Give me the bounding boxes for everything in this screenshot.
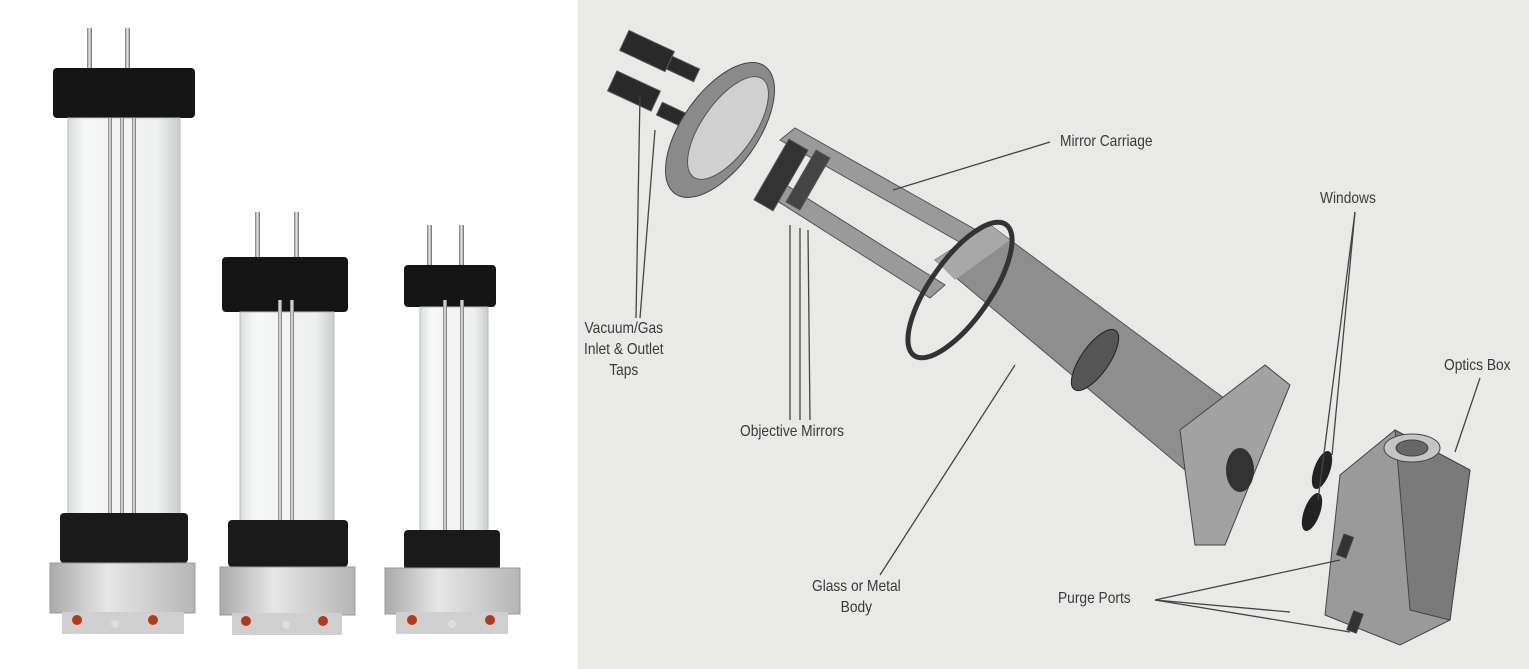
label-windows: Windows: [1320, 190, 1376, 207]
diagram-drawing: [606, 29, 1481, 646]
label-mirror-carriage: Mirror Carriage: [1060, 133, 1153, 150]
optics-box: [1324, 429, 1471, 646]
large-gas-cell: [49, 28, 196, 634]
leader-lines: [635, 94, 1481, 633]
cell-body: [905, 219, 1291, 546]
small-gas-cell: [384, 225, 521, 634]
label-glass-or-metal-body: Glass or Metal Body: [812, 578, 901, 616]
end-cap: [664, 61, 776, 199]
medium-gas-cell: [219, 212, 356, 635]
label-optics-box: Optics Box: [1444, 357, 1511, 374]
mirror-carriage: [753, 127, 986, 299]
windows: [1301, 451, 1333, 531]
label-inlet-outlet-taps: Vacuum/Gas Inlet & Outlet Taps: [584, 320, 664, 379]
gas-cells-photo: [49, 28, 521, 635]
label-objective-mirrors: Objective Mirrors: [740, 423, 844, 440]
exploded-diagram: Mirror Carriage Windows Optics Box Vacuu…: [578, 0, 1529, 669]
taps: [606, 29, 701, 129]
label-purge-ports: Purge Ports: [1058, 590, 1131, 607]
